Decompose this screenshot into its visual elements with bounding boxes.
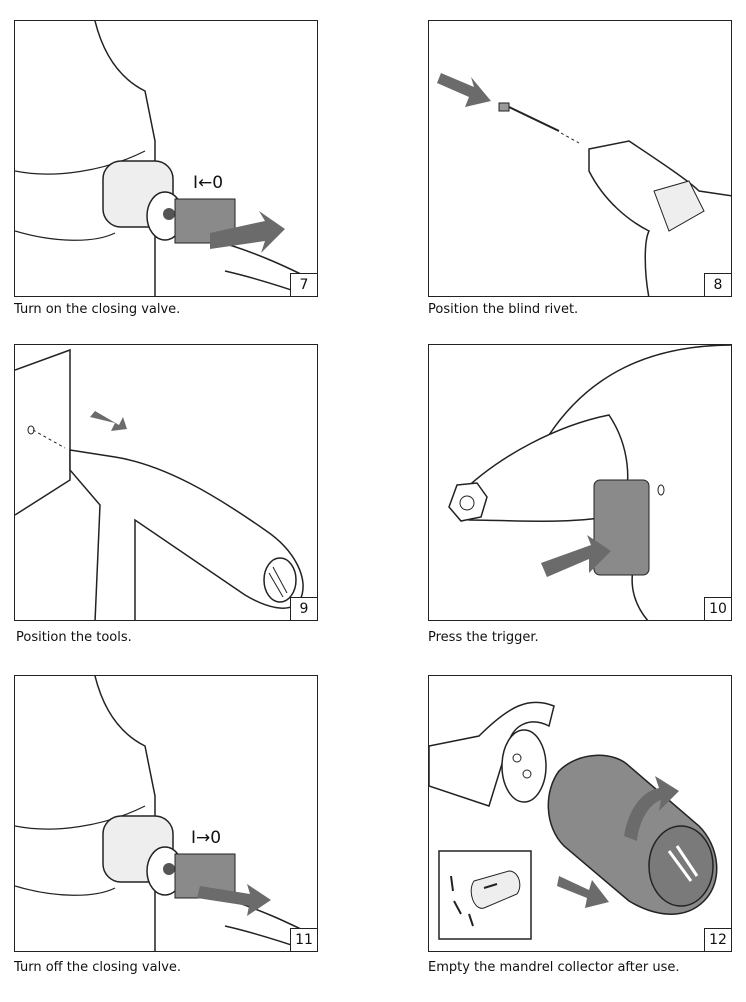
step-number: 7	[290, 273, 317, 296]
step-10-caption: Press the trigger.	[428, 630, 539, 645]
step-10-illustration: 10	[428, 344, 732, 621]
blind-rivet-drawing	[437, 73, 731, 296]
valve-label: I←0	[193, 173, 224, 193]
direction-arrow-icon	[437, 73, 491, 107]
valve-close-drawing	[15, 676, 317, 951]
direction-arrow-icon	[210, 211, 285, 253]
step-number: 10	[704, 597, 731, 620]
direction-arrow-icon	[541, 535, 611, 577]
direction-arrow-icon	[197, 884, 271, 916]
step-number: 12	[704, 928, 731, 951]
valve-label: I→0	[191, 828, 222, 848]
step-number: 9	[290, 597, 317, 620]
step-8-caption: Position the blind rivet.	[428, 302, 579, 317]
tool-position-drawing	[15, 348, 304, 620]
direction-arrow-icon	[557, 876, 609, 908]
step-7-caption: Turn on the closing valve.	[14, 302, 181, 317]
step-12-illustration: 12	[428, 675, 732, 952]
step-11-illustration: I→0 11	[14, 675, 318, 952]
step-12-caption: Empty the mandrel collector after use.	[428, 960, 680, 975]
step-9-caption: Position the tools.	[16, 630, 132, 645]
rotate-arrow-icon	[624, 776, 679, 841]
step-number: 8	[704, 273, 731, 296]
direction-arrow-icon	[90, 411, 127, 431]
mandrel-collector-drawing	[429, 701, 718, 940]
step-8-illustration: 8	[428, 20, 732, 297]
valve-open-drawing	[15, 21, 317, 296]
step-11-caption: Turn off the closing valve.	[14, 960, 182, 975]
step-9-illustration: 9	[14, 344, 318, 621]
trigger-press-drawing	[448, 345, 731, 620]
step-number: 11	[290, 928, 317, 951]
step-7-illustration: I←0 7	[14, 20, 318, 297]
